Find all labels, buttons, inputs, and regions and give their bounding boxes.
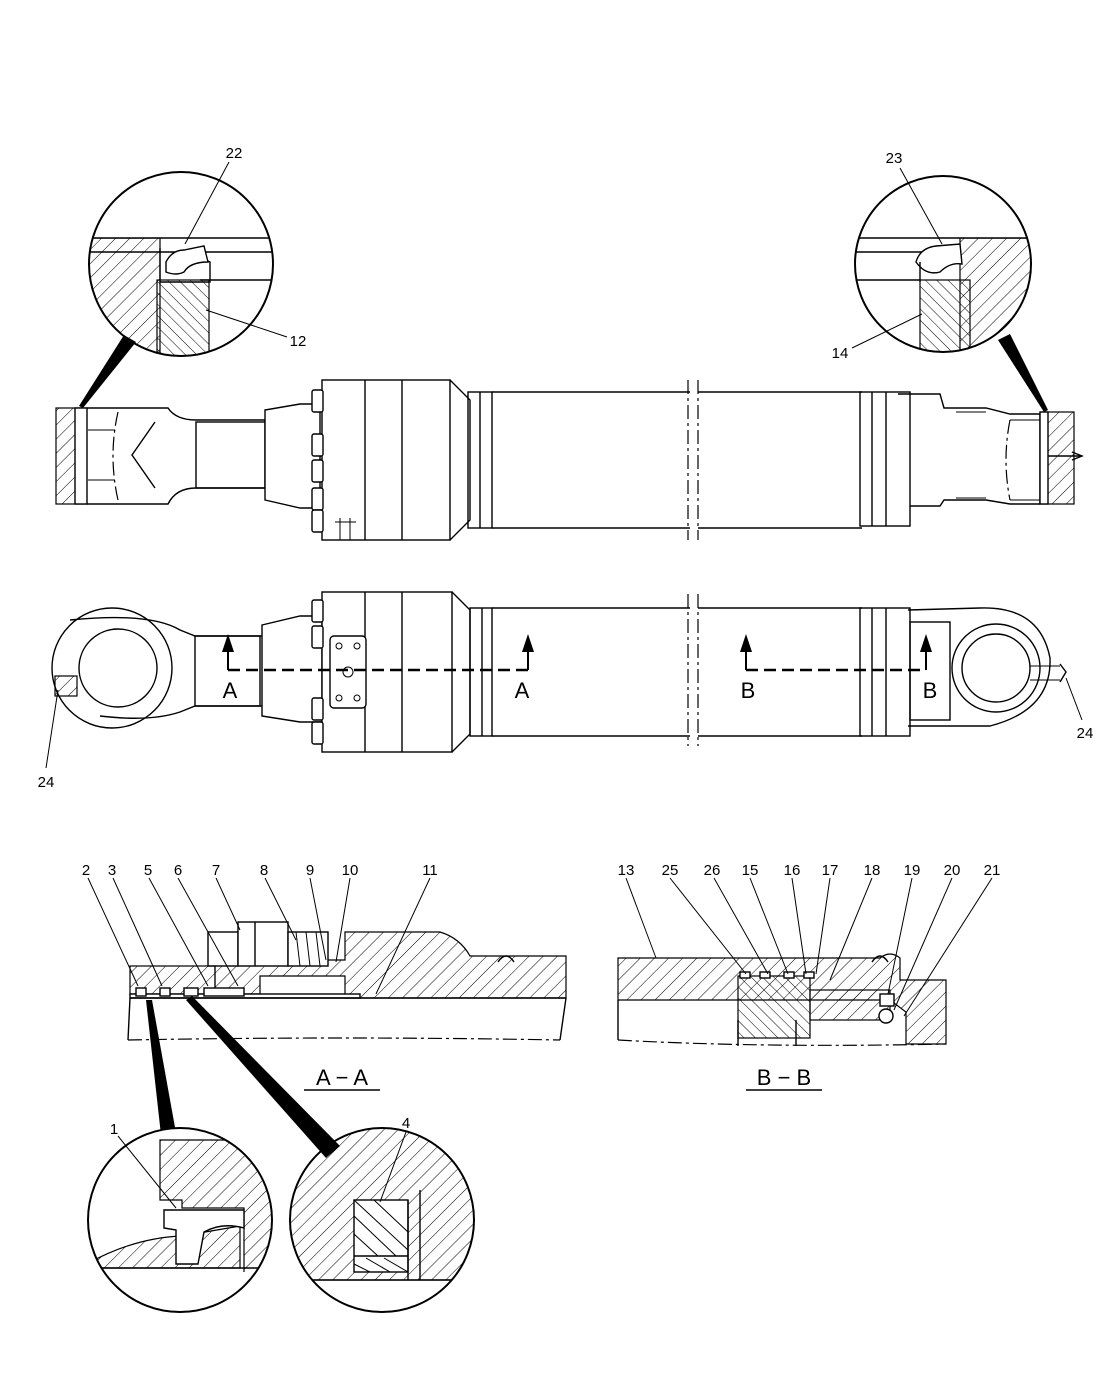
detail-circle-top-right — [854, 175, 1048, 412]
label-part-14: 14 — [832, 345, 849, 362]
label-part-3: 3 — [108, 862, 116, 879]
label-part-6: 6 — [174, 862, 182, 879]
label-part-18: 18 — [864, 862, 881, 879]
label-part-24-left: 24 — [38, 774, 55, 791]
section-marker-b-left: B — [741, 678, 756, 703]
cylinder-top-view — [51, 591, 1067, 753]
label-part-24-right: 24 — [1077, 725, 1094, 742]
label-part-23: 23 — [886, 150, 903, 167]
label-part-16: 16 — [784, 862, 801, 879]
label-part-12: 12 — [290, 333, 307, 350]
section-title-a-a: A − A — [316, 1065, 368, 1090]
section-b-b — [617, 953, 947, 1091]
section-a-a — [127, 921, 567, 1091]
section-marker-a-right: A — [515, 678, 530, 703]
label-part-7: 7 — [212, 862, 220, 879]
cylinder-side-view — [55, 379, 1084, 541]
label-part-15: 15 — [742, 862, 759, 879]
label-part-4: 4 — [402, 1115, 410, 1132]
detail-circle-bottom-left — [87, 1000, 273, 1313]
label-part-11: 11 — [422, 862, 438, 879]
label-part-1: 1 — [110, 1121, 118, 1138]
section-marker-a-left: A — [223, 678, 238, 703]
label-part-20: 20 — [944, 862, 961, 879]
label-part-8: 8 — [260, 862, 268, 879]
label-part-10: 10 — [342, 862, 359, 879]
section-title-b-b: B − B — [757, 1065, 811, 1090]
label-part-26: 26 — [704, 862, 721, 879]
part-number-labels: 22 12 23 14 24 24 2 3 5 6 7 8 9 10 11 13… — [38, 145, 1094, 1138]
label-part-13: 13 — [618, 862, 635, 879]
label-part-9: 9 — [306, 862, 314, 879]
label-part-2: 2 — [82, 862, 90, 879]
label-part-21: 21 — [984, 862, 1001, 879]
section-marker-b-right: B — [923, 678, 938, 703]
label-part-5: 5 — [144, 862, 152, 879]
label-part-25: 25 — [662, 862, 679, 879]
detail-circle-top-left — [79, 171, 274, 408]
label-part-22: 22 — [226, 145, 243, 162]
label-part-19: 19 — [904, 862, 921, 879]
label-part-17: 17 — [822, 862, 839, 879]
section-markers: A A B B A − A B − B — [223, 678, 938, 1090]
